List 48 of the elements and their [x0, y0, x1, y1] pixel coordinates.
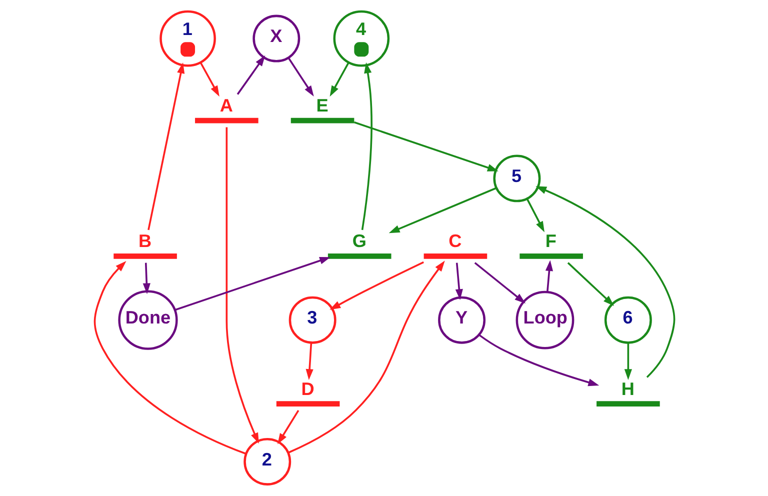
node-box [276, 401, 340, 407]
node-circle: 5 [492, 154, 540, 202]
arrow [236, 55, 265, 95]
node-label: B [138, 231, 152, 252]
arrow [624, 342, 632, 380]
arrow [454, 262, 462, 300]
node-circle: 3 [288, 296, 336, 344]
node-circle: 2 [243, 438, 291, 486]
node-circle: Done [118, 290, 178, 350]
node-label: A [219, 96, 232, 116]
node-box [113, 254, 176, 259]
arrow [353, 121, 498, 172]
node-label: E [316, 96, 328, 116]
arrow [287, 57, 314, 97]
arrow [329, 261, 424, 310]
arrow [288, 260, 444, 454]
node-label: F [544, 231, 556, 252]
arrow [478, 334, 599, 386]
node-circle: X [252, 14, 300, 62]
arrow [142, 262, 150, 294]
arrow [535, 186, 675, 378]
arrow [566, 262, 614, 306]
node-box [194, 118, 258, 124]
node-box [290, 118, 354, 124]
arrow [329, 62, 349, 97]
node-box [423, 254, 487, 259]
arrow [526, 198, 544, 232]
node-box [596, 401, 660, 407]
arrow [360, 62, 372, 230]
node-circle: Y [438, 296, 486, 344]
arrow [174, 256, 330, 311]
node-box [327, 254, 391, 259]
node-label: C [448, 231, 462, 252]
node-label: D [300, 378, 314, 399]
arrow [93, 261, 246, 455]
arrow [147, 62, 184, 230]
arrow [474, 262, 526, 304]
arrow [388, 187, 496, 234]
node-label: H [620, 378, 634, 399]
node-box [519, 254, 582, 259]
arrow [544, 260, 553, 292]
node-label: G [352, 231, 366, 252]
node-circle: 4 [332, 10, 390, 67]
arrow [199, 62, 219, 97]
node-circle: 1 [159, 10, 216, 67]
arrow [277, 410, 299, 444]
arrow [305, 342, 313, 380]
arrow [225, 127, 258, 444]
